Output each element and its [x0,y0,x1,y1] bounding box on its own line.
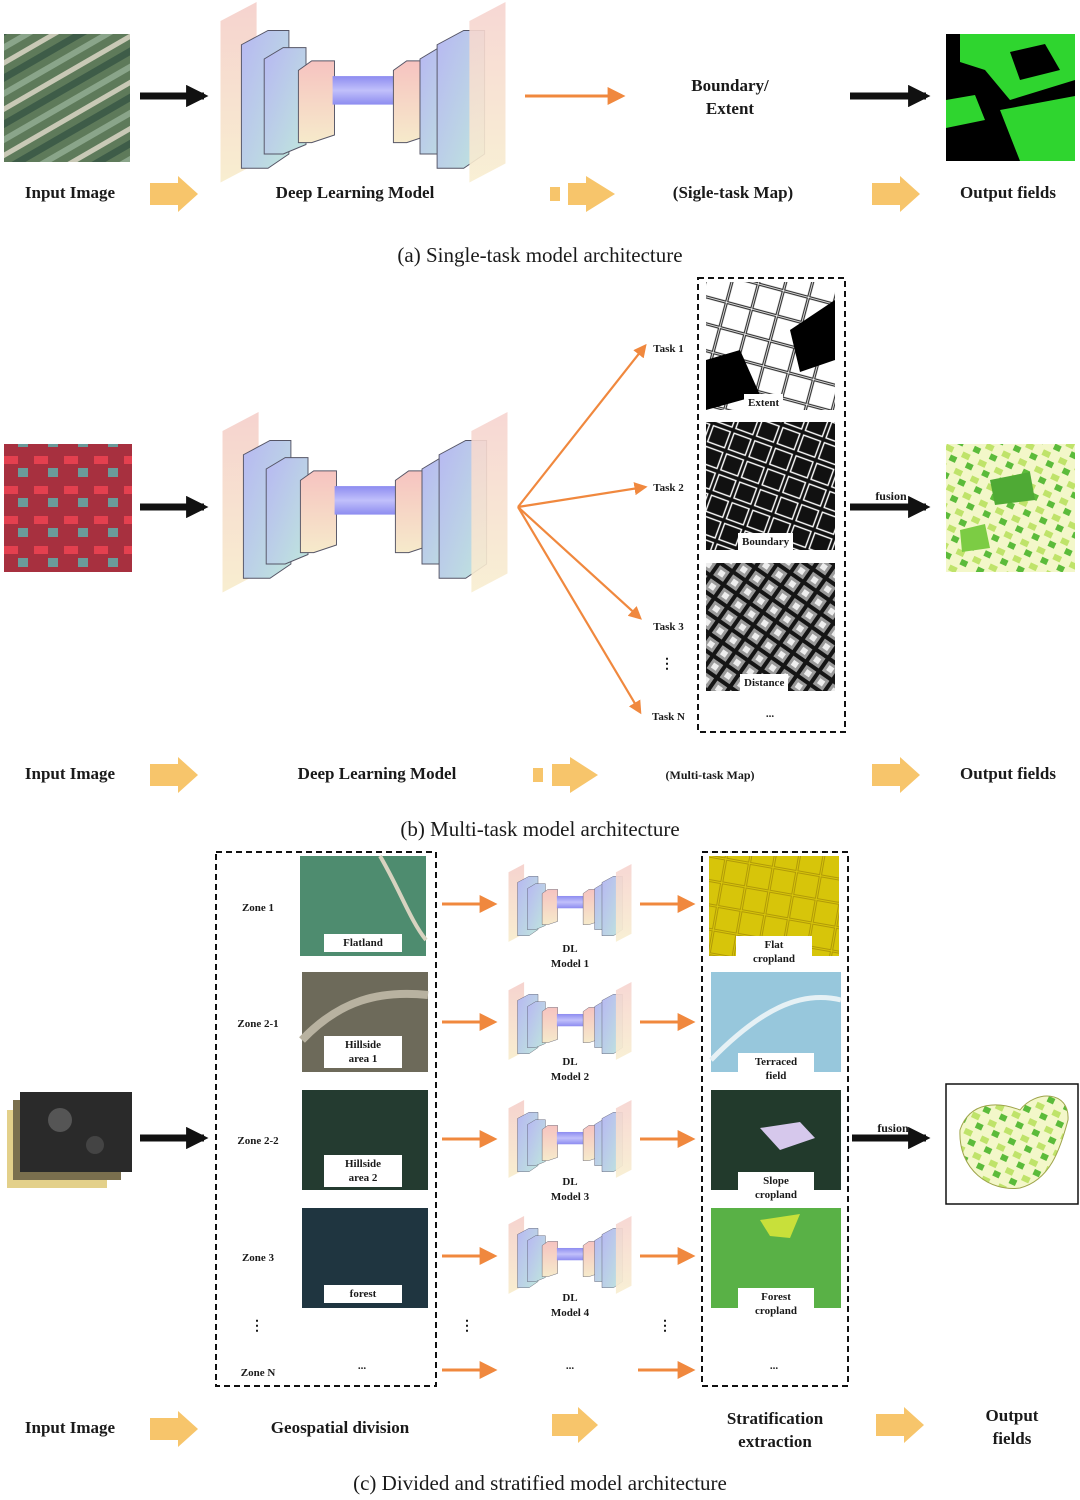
multi-task-map-label: (Multi-task Map) [665,768,755,782]
dl-model-1-line1: DL [562,943,578,955]
output-fields-label-a: Output fields [960,183,1056,202]
input-image-label-c: Input Image [24,1418,116,1437]
caption-c: (c) Divided and stratified model archite… [353,1471,727,1495]
boundary-output-label: Boundary [738,533,794,551]
extent-line: Extent [705,99,755,118]
dl-model-4-shape [508,1216,632,1295]
fusion-label-b: fusion [875,489,907,503]
flat-cropland-label: Flat cropland [736,936,812,968]
input-image-c-stack [7,1092,132,1188]
zone-2-2-tile-line2: area 2 [348,1172,378,1184]
forest-cropland-line2: cropland [755,1305,797,1317]
task-ellipsis: ⋮ [660,657,674,672]
fields-line: fields [992,1429,1032,1448]
task-3-label: Task 3 [653,621,684,633]
task-2-label: Task 2 [653,482,684,494]
output-fields-a-image [946,34,1075,161]
slope-cropland-label: Slope cropland [738,1172,814,1204]
model-more: ... [565,1360,575,1372]
zone-3-tile-label: forest [324,1285,402,1303]
task-output-more: ... [765,708,775,720]
forest-cropland-line1: Forest [761,1291,791,1303]
slope-cropland-line2: cropland [755,1189,797,1201]
zone-2-2-tile-label: Hillside area 2 [324,1155,402,1187]
boundary-map [706,422,835,550]
stratification-extraction-label: Stratification extraction [700,1407,850,1453]
zone-box [215,851,437,1387]
zone-1-tile-line1: Flatland [343,937,383,949]
dl-model-2-shape [508,982,632,1061]
input-image-label-a: Input Image [24,183,116,202]
terraced-field-line2: field [765,1070,787,1082]
zone-1-tile-label: Flatland [324,934,402,952]
caption-b: (b) Multi-task model architecture [400,817,680,841]
dl-model-2-line2: Model 2 [550,1071,590,1083]
input-image-a [4,34,130,162]
dl-model-3-line1: DL [562,1176,578,1188]
boundary-extent-label: Boundary/ Extent [660,74,800,120]
deep-learning-model-label-b: Deep Learning Model [297,764,457,783]
zone-2-2-label: Zone 2-2 [237,1135,279,1147]
terraced-field-label: Terraced field [738,1053,814,1085]
dl-model-1-shape [508,864,632,943]
terraced-field-line1: Terraced [754,1056,798,1068]
zone-1-label: Zone 1 [241,902,275,914]
input-image-label-b: Input Image [24,764,116,783]
flat-cropland-line2: cropland [753,953,795,965]
output-fields-c-image [945,1083,1079,1205]
model-ellipsis-left: ⋮ [460,1319,474,1334]
deep-learning-model-a [219,2,507,184]
zone-2-1-tile-line1: Hillside [344,1039,382,1051]
output-line: Output [985,1406,1039,1425]
deep-learning-model-b [221,412,509,594]
zone-2-1-tile-label: Hillside area 1 [324,1036,402,1068]
single-task-map-label: (Sigle-task Map) [672,183,794,202]
dl-model-4-line2: Model 4 [550,1307,590,1319]
dl-model-4-label: DL Model 4 [540,1291,600,1321]
zone-tile-more: ... [357,1360,367,1372]
dl-model-1-label: DL Model 1 [540,942,600,972]
result-box [701,851,849,1387]
distance-map [706,563,835,691]
input-image-b [4,444,132,572]
dl-model-1-line2: Model 1 [550,958,590,970]
multi-task-map-box [697,277,846,733]
dl-model-3-line2: Model 3 [550,1191,590,1203]
geospatial-division-label: Geospatial division [270,1418,410,1437]
output-fields-label-b: Output fields [960,764,1056,783]
deep-learning-model-label-a: Deep Learning Model [275,183,435,202]
zone-2-2-tile-line1: Hillside [344,1158,382,1170]
forest-cropland-label: Forest cropland [738,1288,814,1320]
zone-2-1-tile-line2: area 1 [348,1053,378,1065]
stratification-line: Stratification [726,1409,824,1428]
task-1-label: Task 1 [653,343,684,355]
task-n-label: Task N [652,711,685,723]
zone-3-label: Zone 3 [241,1252,275,1264]
dl-model-2-line1: DL [562,1056,578,1068]
caption-a: (a) Single-task model architecture [397,243,683,267]
dl-model-3-shape [508,1100,632,1179]
dl-model-4-line1: DL [562,1292,578,1304]
fusion-label-c: fusion [877,1121,909,1135]
zone-2-1-label: Zone 2-1 [237,1018,279,1030]
dl-model-3-label: DL Model 3 [540,1175,600,1205]
distance-output-label: Distance [740,674,789,692]
model-ellipsis-right: ⋮ [658,1319,672,1334]
slope-cropland-line1: Slope [763,1175,789,1187]
output-fields-b-image [946,444,1075,572]
result-more: ... [769,1360,779,1372]
extraction-line: extraction [738,1432,812,1451]
boundary-line: Boundary/ [691,76,769,95]
flat-cropland-line1: Flat [764,939,784,951]
zone-3-tile-line1: forest [349,1288,377,1300]
zone-ellipsis: ⋮ [250,1319,264,1334]
output-fields-label-c: Output fields [962,1404,1062,1450]
extent-output-label: Extent [744,394,784,412]
zone-n-label: Zone N [240,1367,276,1379]
dl-model-2-label: DL Model 2 [540,1055,600,1085]
